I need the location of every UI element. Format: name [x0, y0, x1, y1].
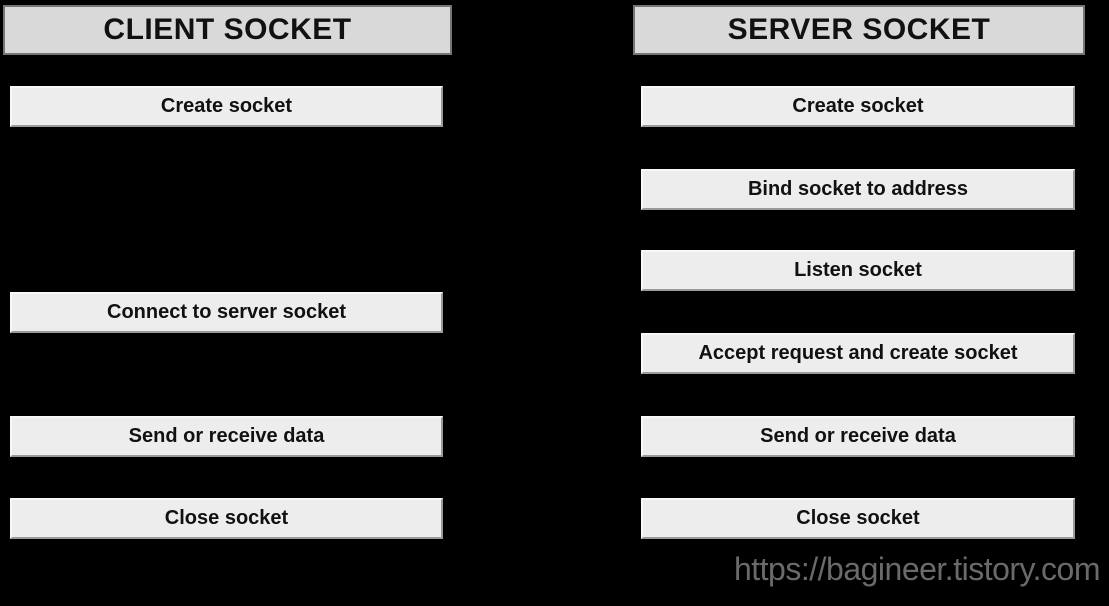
client-step-create-socket: Create socket [10, 86, 443, 127]
client-socket-header: CLIENT SOCKET [3, 5, 452, 55]
client-step-close-socket: Close socket [10, 498, 443, 539]
watermark-url: https://bagineer.tistory.com [733, 551, 1101, 587]
client-step-connect-to-server-socket: Connect to server socket [10, 292, 443, 333]
server-step-listen-socket: Listen socket [641, 250, 1075, 291]
server-step-create-socket: Create socket [641, 86, 1075, 127]
server-step-accept-request-and-create-socket: Accept request and create socket [641, 333, 1075, 374]
server-step-send-or-receive-data: Send or receive data [641, 416, 1075, 457]
server-step-bind-socket-to-address: Bind socket to address [641, 169, 1075, 210]
server-socket-header: SERVER SOCKET [633, 5, 1085, 55]
server-step-close-socket: Close socket [641, 498, 1075, 539]
client-step-send-or-receive-data: Send or receive data [10, 416, 443, 457]
